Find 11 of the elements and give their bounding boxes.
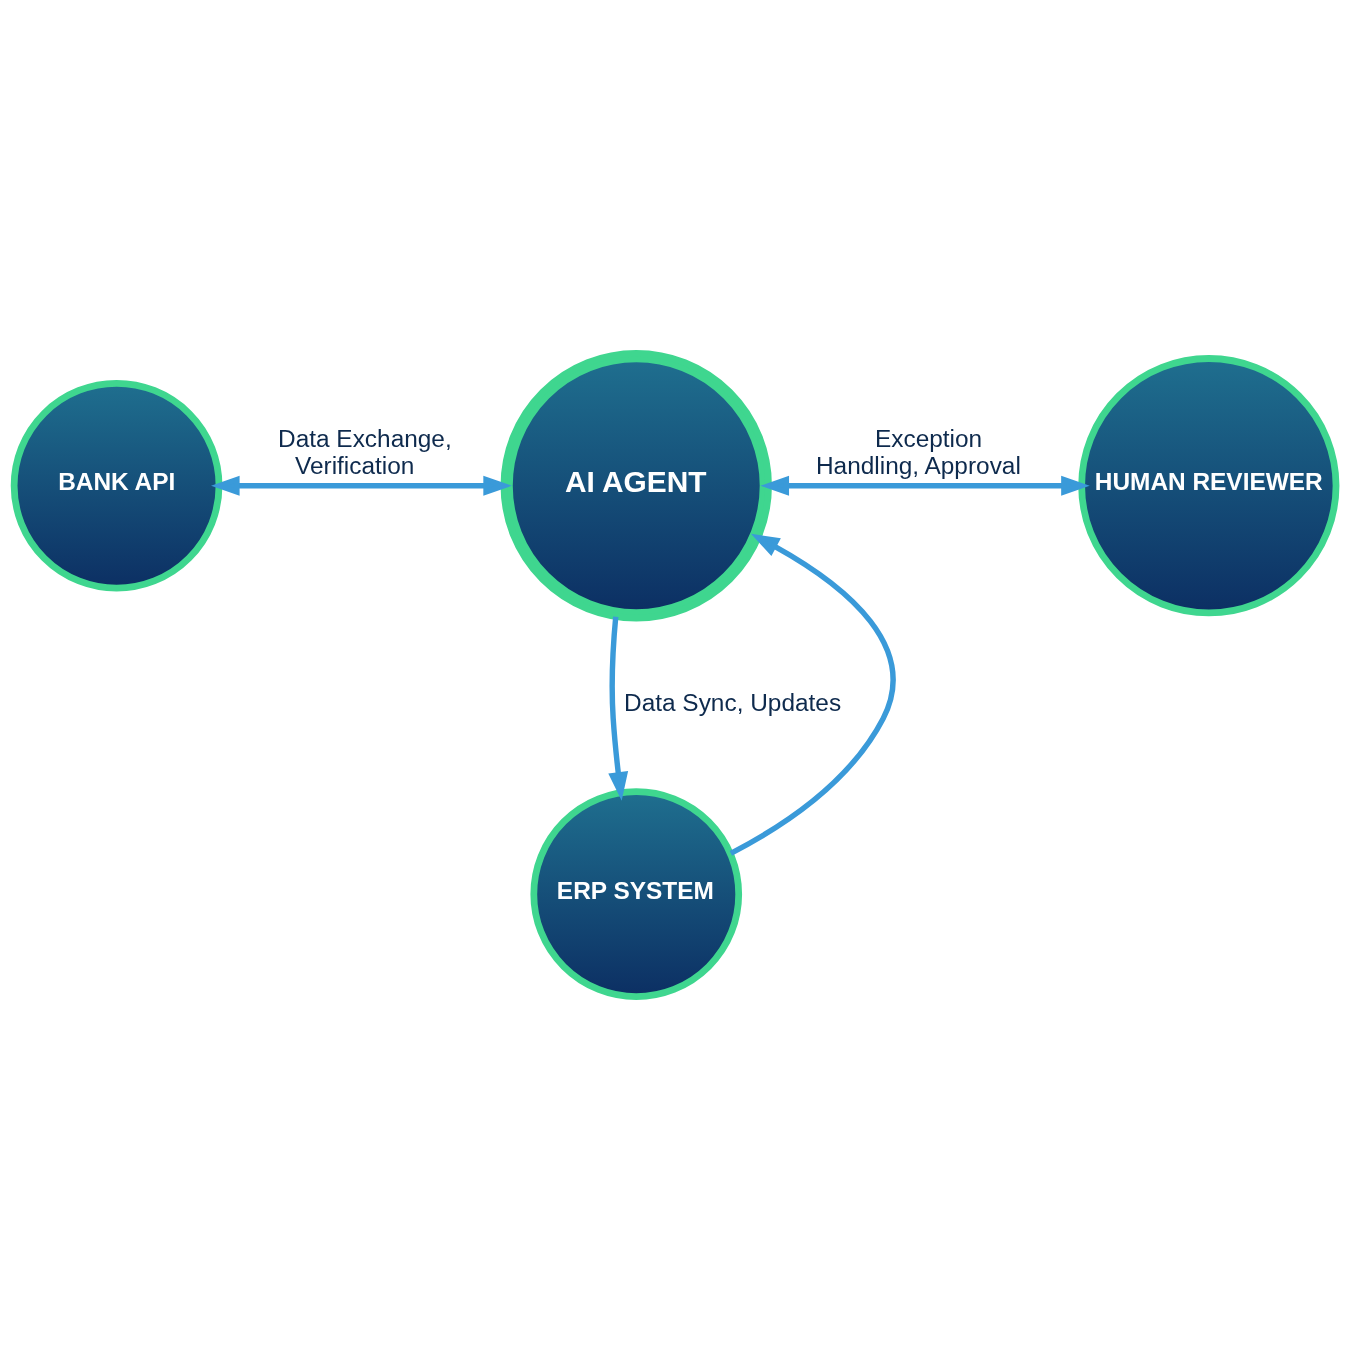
- node-circle: HUMAN REVIEWER: [1078, 355, 1340, 617]
- arrow: [608, 616, 629, 801]
- arrow: [729, 533, 896, 856]
- node-circle: AI AGENT: [500, 350, 772, 622]
- edge-label: Exception Handling, Approval: [815, 424, 1021, 480]
- arrow: [760, 475, 1090, 496]
- arrow: [211, 475, 512, 496]
- edge-label: Data Sync, Updates: [624, 688, 842, 716]
- node-circle: ERP SYSTEM: [530, 788, 743, 1000]
- node-circle: BANK API: [10, 379, 223, 592]
- edge-label: Data Exchange, Verification: [278, 424, 452, 480]
